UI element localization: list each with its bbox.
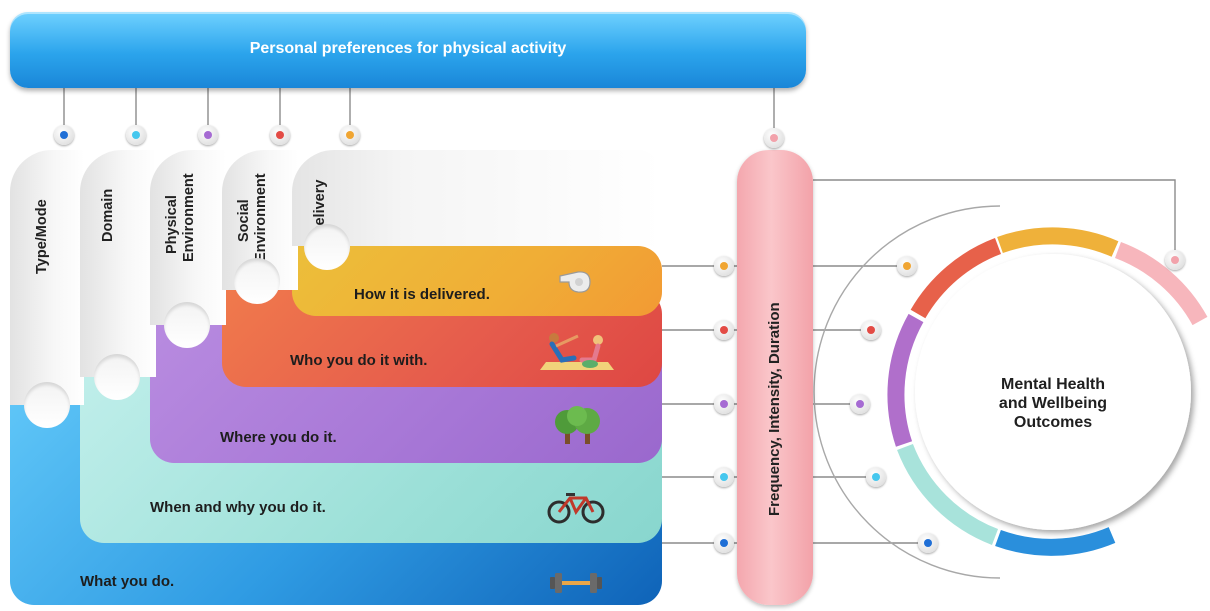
frequency-pillar: Frequency, Intensity, Duration	[737, 150, 813, 605]
dot-type-mode	[54, 125, 74, 145]
notch-social	[234, 258, 280, 304]
dot-domain	[126, 125, 146, 145]
tab-label-physical-line2: Environment	[181, 173, 197, 262]
dot-social-environment	[270, 125, 290, 145]
notch-delivery	[304, 224, 350, 270]
whistle-icon	[559, 271, 591, 293]
tab-label-social-line1: Social	[236, 199, 252, 242]
tab-label-social-line2: Environment	[253, 173, 269, 262]
notch-physical	[164, 302, 210, 348]
header-bar: Personal preferences for physical activi…	[10, 12, 806, 88]
dot-left-type-mode	[714, 533, 734, 553]
pillar-text: Frequency, Intensity, Duration	[766, 302, 783, 516]
layer-text-type-mode: What you do.	[80, 573, 175, 590]
tab-label-physical-line1: Physical	[164, 195, 180, 254]
dot-left-delivery	[714, 256, 734, 276]
layer-text-delivery: How it is delivered.	[354, 286, 490, 303]
outcome-line1: Mental Health	[1000, 376, 1105, 393]
notch-domain	[94, 354, 140, 400]
notch-type-mode	[24, 382, 70, 428]
dot-left-physical	[714, 394, 734, 414]
exercising-people-icon	[540, 333, 614, 370]
layer-text-domain: When and why you do it.	[150, 499, 326, 516]
dot-physical-environment	[198, 125, 218, 145]
tab-label-type-mode: Type/Mode	[34, 199, 50, 274]
layer-text-social-environment: Who you do it with.	[290, 352, 428, 369]
layer-delivery: How it is delivered.	[292, 246, 662, 316]
dot-arc-pillar	[1165, 250, 1185, 270]
tab-type-mode: Type/Mode	[10, 150, 84, 405]
layer-text-physical-environment: Where you do it.	[220, 429, 337, 446]
header-title: Personal preferences for physical activi…	[249, 40, 567, 57]
dot-arc-domain	[866, 467, 886, 487]
dot-delivery	[340, 125, 360, 145]
dot-arc-physical	[850, 394, 870, 414]
outcome-label: Mental Health and Wellbeing Outcomes	[953, 375, 1153, 432]
tab-physical-environment: Physical Environment	[150, 150, 226, 325]
dot-arc-delivery	[897, 256, 917, 276]
dot-left-domain	[714, 467, 734, 487]
trees-icon	[555, 406, 600, 444]
tab-domain: Domain	[80, 150, 156, 377]
dumbbell-icon	[550, 573, 602, 593]
dot-left-social	[714, 320, 734, 340]
outcome-line2: and Wellbeing	[998, 395, 1108, 412]
outcome-line3: Outcomes	[1013, 414, 1093, 431]
tab-label-domain: Domain	[100, 188, 116, 242]
tab-delivery: Delivery	[292, 150, 662, 246]
bicycle-icon	[547, 493, 605, 524]
dot-arc-social	[861, 320, 881, 340]
dot-pillar	[764, 128, 784, 148]
dot-arc-type-mode	[918, 533, 938, 553]
